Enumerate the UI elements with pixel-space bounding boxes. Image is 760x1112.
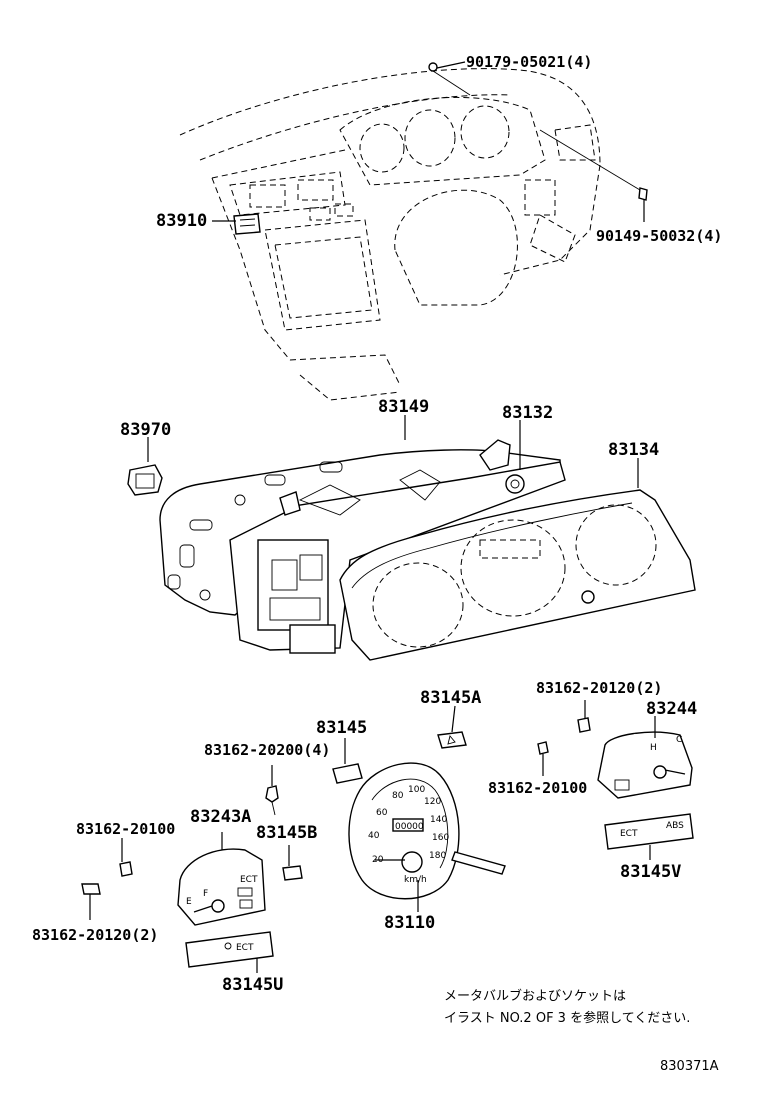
note-line-2: イラスト NO.2 OF 3 を参照してください. xyxy=(444,1010,690,1026)
speedo-unit: km/h xyxy=(404,875,427,885)
footnote: メータバルブおよびソケットは イラスト NO.2 OF 3 を参照してください.… xyxy=(444,988,719,1074)
part-labels: 90179-05021(4) 83910 90149-50032(4) 8397… xyxy=(32,53,722,995)
speedo-num-140: 140 xyxy=(430,815,447,825)
plate-v-text: ECT xyxy=(620,829,638,839)
label-83145b: 83145B xyxy=(256,823,317,843)
label-83910: 83910 xyxy=(156,211,207,231)
label-83145u: 83145U xyxy=(222,975,283,995)
label-83243a: 83243A xyxy=(190,807,251,827)
speedo-num-80: 80 xyxy=(392,791,404,801)
speedo-num-180: 180 xyxy=(429,851,446,861)
label-83134: 83134 xyxy=(608,440,659,460)
label-83162-20120-top: 83162-20120(2) xyxy=(536,679,662,697)
label-90179-05021: 90179-05021(4) xyxy=(466,53,592,71)
label-83145v: 83145V xyxy=(620,862,681,882)
temp-cold-label: C xyxy=(676,735,682,745)
label-83149: 83149 xyxy=(378,397,429,417)
label-83145: 83145 xyxy=(316,718,367,738)
label-83244: 83244 xyxy=(646,699,697,719)
gauges-exploded: 00000 20 40 60 80 100 120 140 160 180 km… xyxy=(81,700,694,973)
ecu-label: ECT xyxy=(240,875,258,885)
dashboard-illustration xyxy=(179,61,648,401)
label-83162-20100-right: 83162-20100 xyxy=(488,779,587,797)
temp-hot-label: H xyxy=(650,743,657,753)
label-83162-20120-left: 83162-20120(2) xyxy=(32,926,158,944)
fuel-label: F xyxy=(203,889,208,899)
note-line-1: メータバルブおよびソケットは xyxy=(444,988,626,1004)
speedo-num-160: 160 xyxy=(432,833,449,843)
speedo-num-20: 20 xyxy=(372,855,384,865)
plate-u-text: ECT xyxy=(236,943,254,953)
label-83162-20200: 83162-20200(4) xyxy=(204,741,330,759)
label-83162-20100-left: 83162-20100 xyxy=(76,820,175,838)
abs-label: ABS xyxy=(666,821,684,831)
label-83970: 83970 xyxy=(120,420,171,440)
odometer-text: 00000 xyxy=(395,822,424,832)
label-83110: 83110 xyxy=(384,913,435,933)
label-90149-50032: 90149-50032(4) xyxy=(596,227,722,245)
speedo-num-40: 40 xyxy=(368,831,380,841)
speedo-num-60: 60 xyxy=(376,808,388,818)
fuel-empty-label: E xyxy=(186,897,192,907)
figure-id: 830371A xyxy=(660,1059,719,1074)
label-83132: 83132 xyxy=(502,403,553,423)
speedo-num-120: 120 xyxy=(424,797,441,807)
cluster-assembly xyxy=(127,415,696,661)
label-83145a: 83145A xyxy=(420,688,481,708)
speedo-num-100: 100 xyxy=(408,785,425,795)
